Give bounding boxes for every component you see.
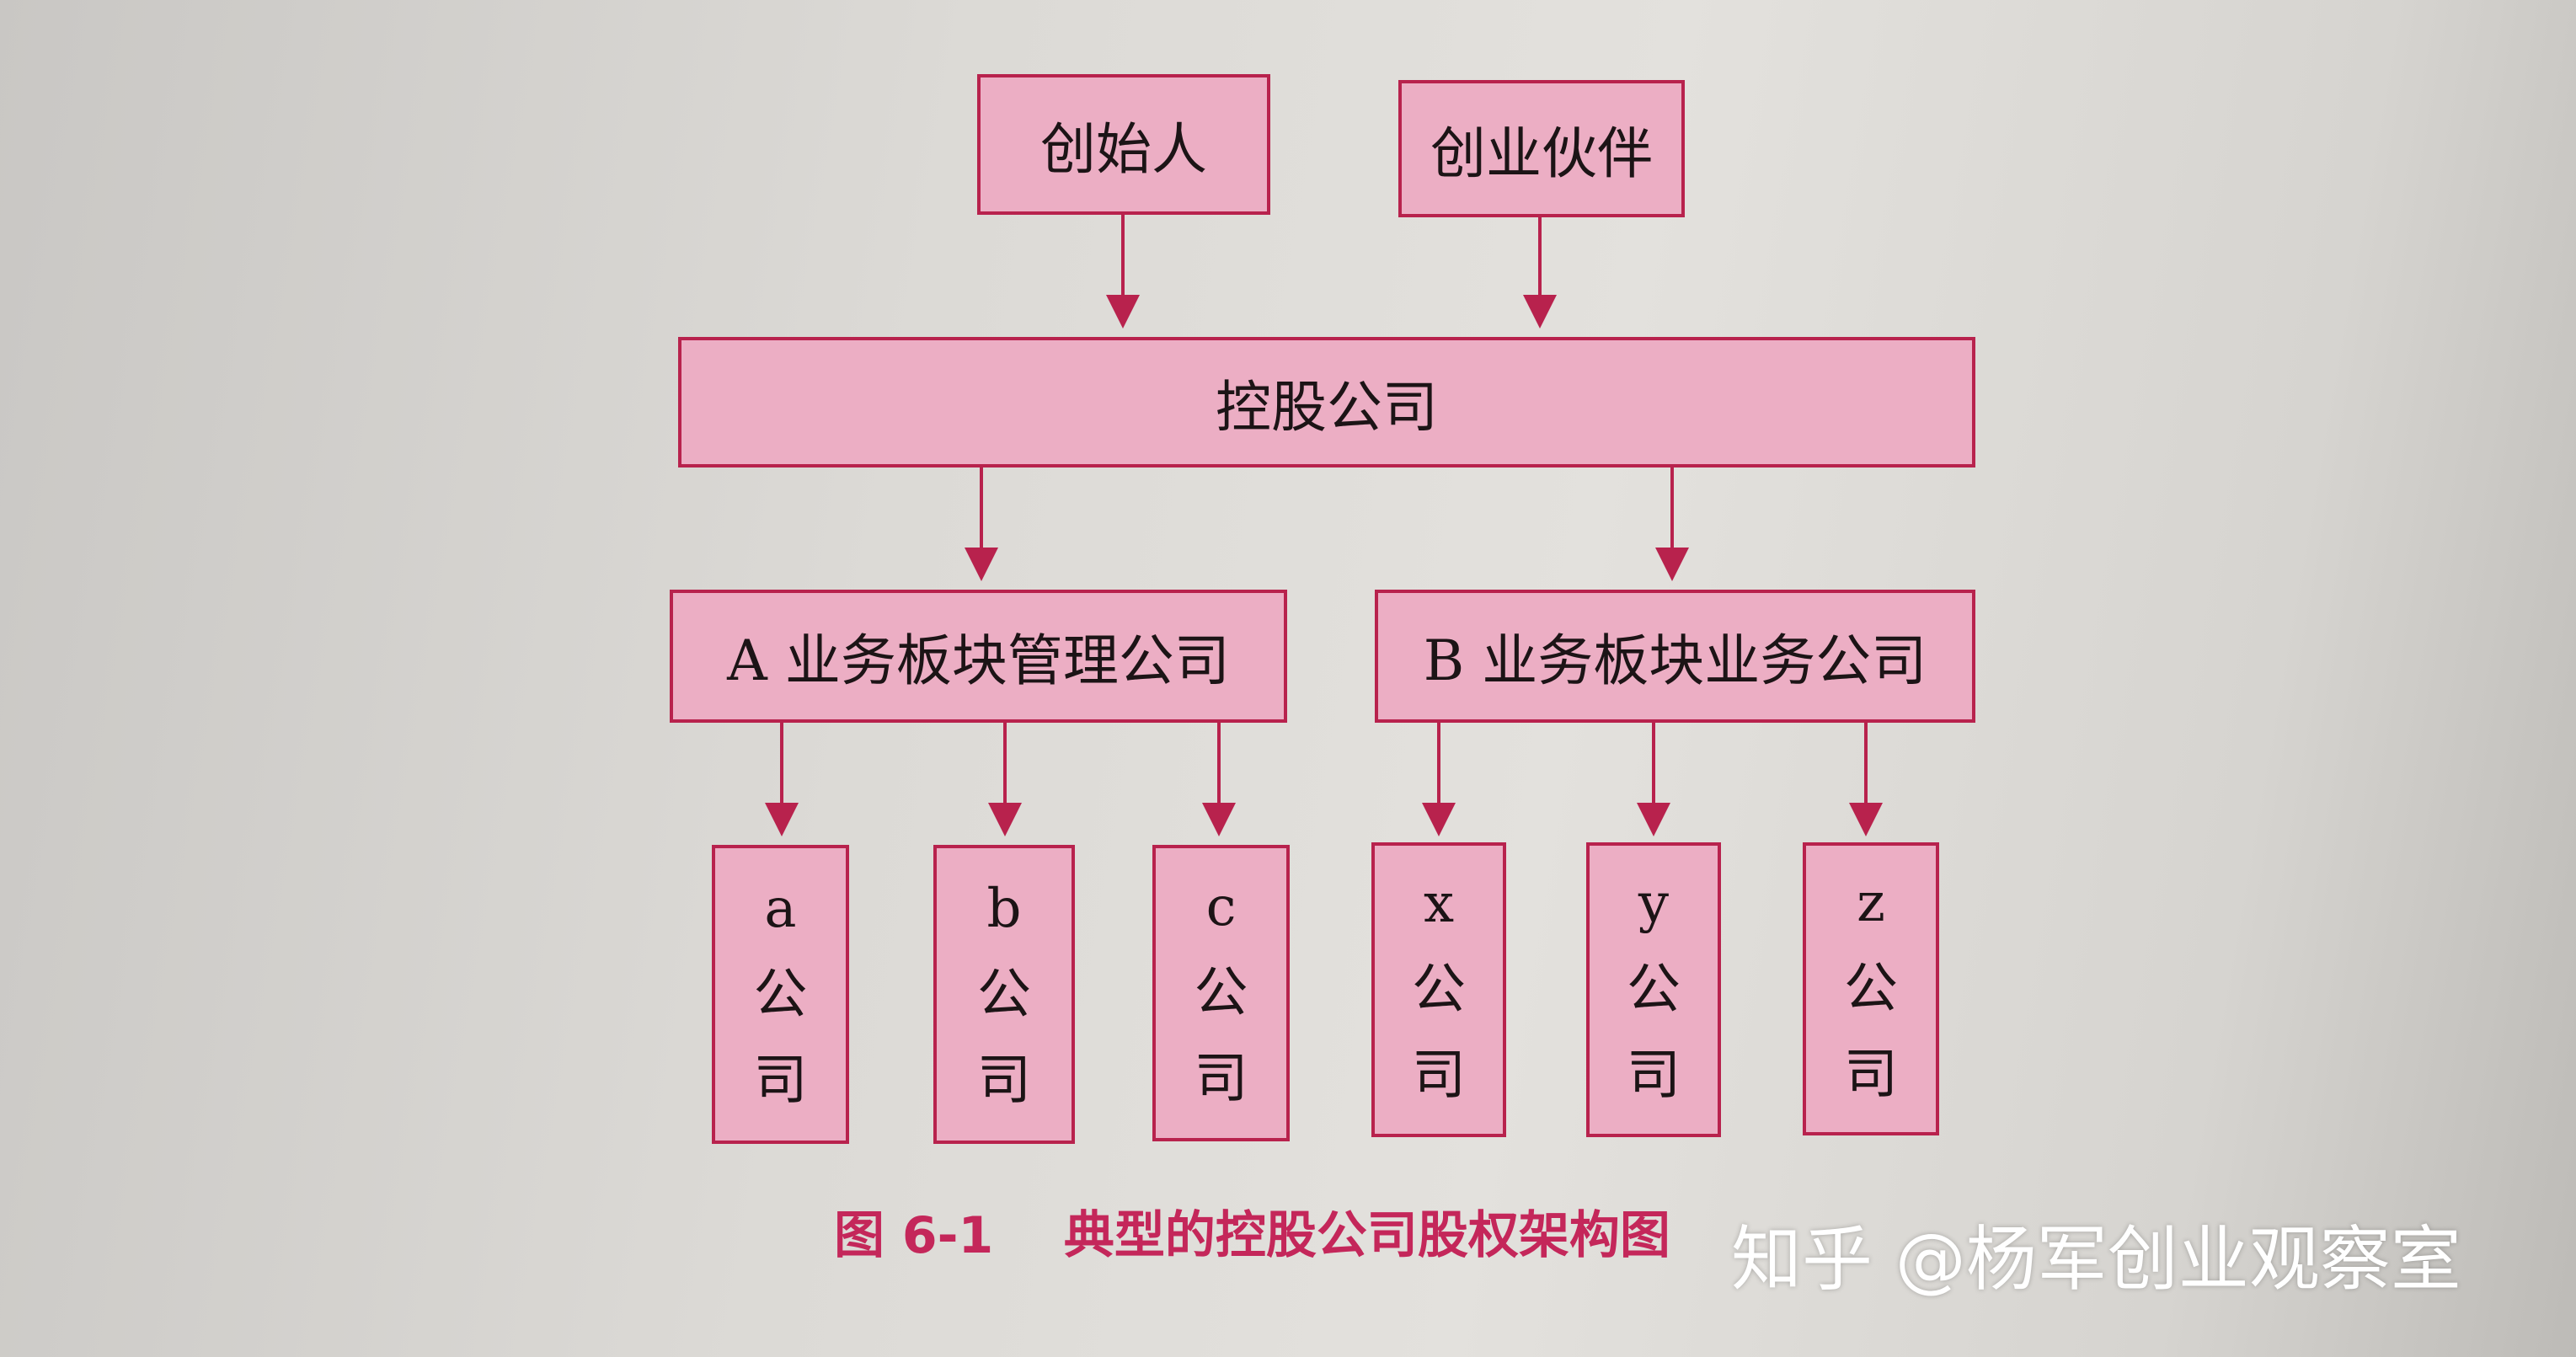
holding-company-label: 控股公司 (1216, 374, 1438, 440)
sub-company-y-letter: y (1638, 873, 1670, 935)
figure-caption: 图 6-1 典型的控股公司股权架构图 (834, 1206, 1670, 1265)
sub-company-x-char1: 公 (1412, 959, 1466, 1021)
holding-company-box: 控股公司 (678, 337, 1975, 467)
sub-company-b-letter: b (986, 877, 1022, 940)
sub-company-c-box: c 公 司 (1152, 845, 1290, 1141)
partner-label: 创业伙伴 (1430, 120, 1653, 186)
sub-company-z-char1: 公 (1844, 958, 1898, 1020)
sub-company-x-box: x 公 司 (1371, 842, 1506, 1137)
sub-company-z-box: z 公 司 (1803, 842, 1939, 1135)
biz-company-b-label: B 业务板块业务公司 (1423, 628, 1927, 693)
biz-company-b-box: B 业务板块业务公司 (1375, 590, 1975, 723)
sub-company-a-char2: 司 (753, 1049, 808, 1112)
sub-company-x-letter: x (1423, 873, 1455, 935)
sub-company-y-char1: 公 (1627, 959, 1681, 1021)
sub-company-a-letter: a (764, 877, 797, 940)
founder-box: 创始人 (977, 74, 1270, 215)
sub-company-c-char2: 司 (1194, 1048, 1248, 1110)
sub-company-c-letter: c (1205, 876, 1237, 938)
sub-company-b-char1: 公 (977, 963, 1031, 1026)
sub-company-z-char2: 司 (1844, 1044, 1898, 1106)
sub-company-a-char1: 公 (753, 963, 808, 1026)
sub-company-y-char2: 司 (1627, 1044, 1681, 1107)
sub-company-x-char2: 司 (1412, 1044, 1466, 1107)
mgmt-company-a-box: A 业务板块管理公司 (670, 590, 1287, 723)
partner-box: 创业伙伴 (1398, 80, 1685, 217)
sub-company-a-box: a 公 司 (712, 845, 849, 1144)
sub-company-c-char1: 公 (1194, 962, 1248, 1024)
watermark: 知乎 @杨军创业观察室 (1731, 1218, 2461, 1301)
sub-company-b-char2: 司 (977, 1049, 1031, 1112)
mgmt-company-a-label: A 业务板块管理公司 (727, 628, 1230, 693)
founder-label: 创始人 (1040, 116, 1207, 182)
sub-company-y-box: y 公 司 (1586, 842, 1721, 1137)
sub-company-z-letter: z (1857, 872, 1885, 934)
sub-company-b-box: b 公 司 (933, 845, 1075, 1144)
